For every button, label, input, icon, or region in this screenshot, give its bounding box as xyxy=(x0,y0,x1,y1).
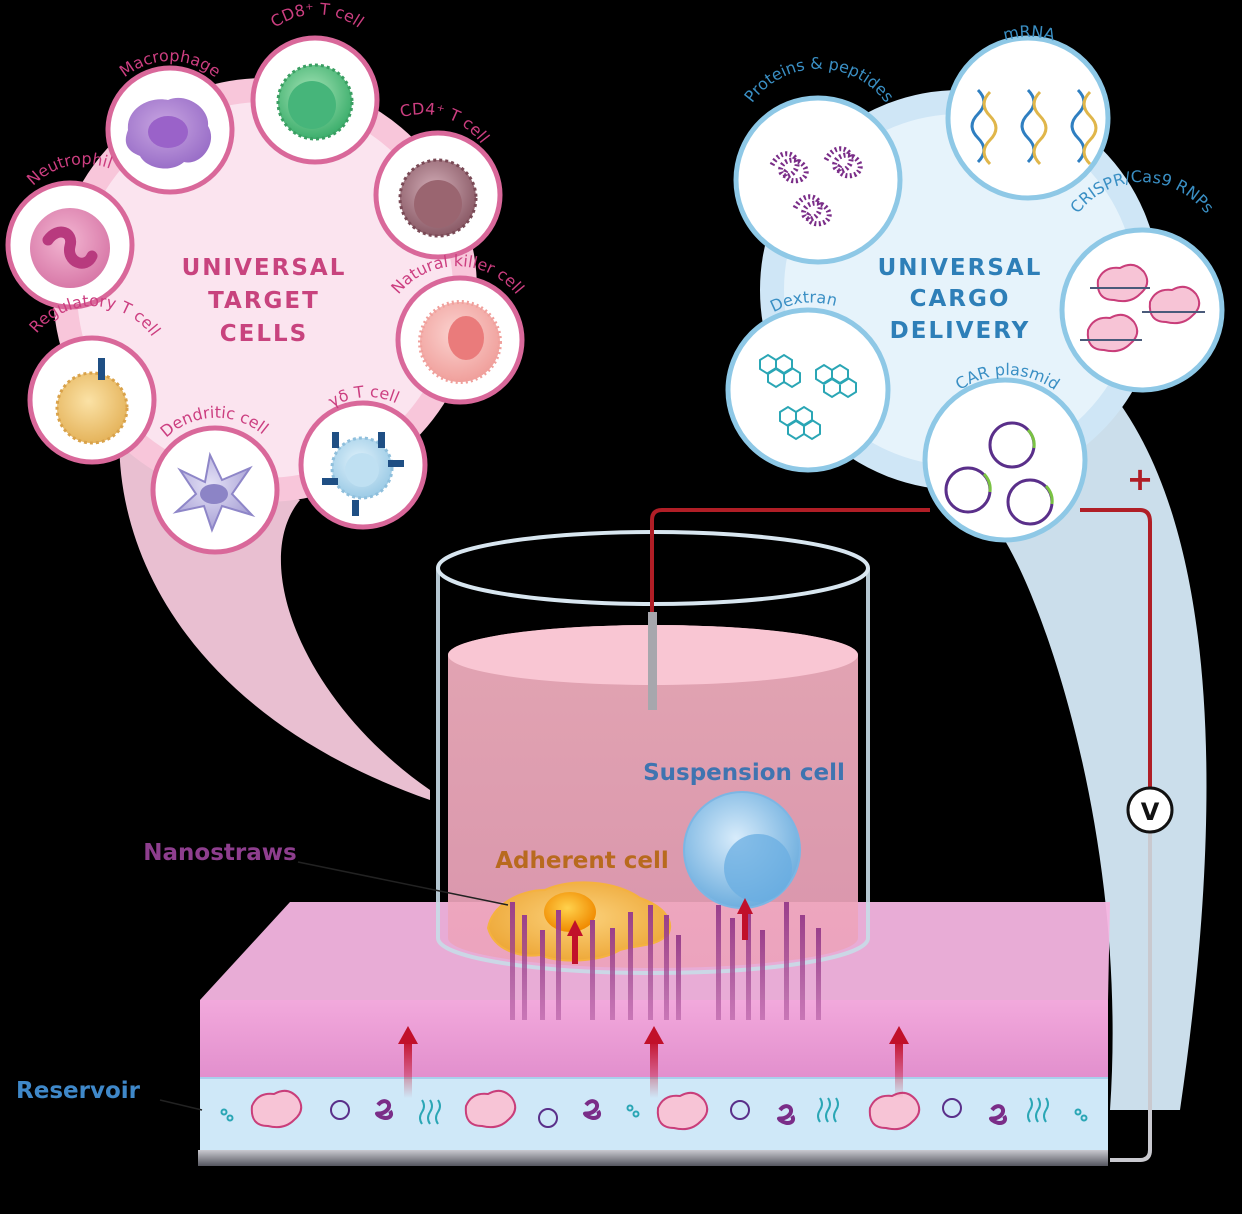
cargo-title-line1: UNIVERSAL xyxy=(878,255,1043,281)
positive-wire xyxy=(650,508,930,612)
nanostraw xyxy=(664,915,669,1020)
mrna-icon xyxy=(970,88,1098,166)
adherent-cell-label: Adherent cell xyxy=(495,848,669,874)
flux-arrow xyxy=(404,1040,412,1098)
nanostraw xyxy=(510,902,515,1020)
proteins-badge: Proteins & peptides xyxy=(733,54,903,265)
uptake-arrow xyxy=(742,910,748,940)
reservoir-cargo xyxy=(220,1097,1088,1128)
uptake-arrowhead xyxy=(567,920,583,936)
nanostraw xyxy=(816,928,821,1020)
cd8-t-cell-label: CD8⁺ T cell xyxy=(267,0,367,32)
nk-cell-badge: Natural killer cell xyxy=(387,251,528,405)
nanostraw xyxy=(676,935,681,1020)
reservoir-rnp xyxy=(250,1089,921,1131)
nanostraw xyxy=(522,915,527,1020)
nanostraw xyxy=(746,910,751,1020)
nanostraw xyxy=(716,905,721,1020)
positive-wire xyxy=(1080,508,1152,790)
mrna-badge: mRNA xyxy=(945,22,1111,201)
cargo-title-line3: DELIVERY xyxy=(890,318,1031,344)
nanostraws-label: Nanostraws xyxy=(143,840,296,866)
uptake-arrowhead xyxy=(737,898,753,914)
cd8-t-cell-badge: CD8⁺ T cell xyxy=(250,0,380,165)
nanostraw xyxy=(760,930,765,1020)
reservoir-pointer xyxy=(159,1099,203,1111)
nanostraw xyxy=(730,918,735,1020)
voltmeter-symbol: V xyxy=(1141,798,1160,826)
treg-icon xyxy=(55,371,129,445)
macrophage-badge: Macrophage xyxy=(105,46,235,195)
flux-arrowhead xyxy=(398,1026,418,1044)
uptake-arrow xyxy=(572,932,578,964)
dextran-badge: Dextran xyxy=(725,287,891,473)
crispr-badge: CRISPR/Cas9 RNPs xyxy=(1059,167,1225,393)
nanostraw xyxy=(540,930,545,1020)
neutrophil-badge: Neutrophil xyxy=(5,149,135,310)
ground-wire xyxy=(1110,830,1152,1162)
cas9-rnp-icon xyxy=(1080,263,1205,353)
flux-arrow xyxy=(650,1040,658,1098)
flux-arrowhead xyxy=(889,1026,909,1044)
suspension-cell xyxy=(683,791,801,909)
suspension-cell-label: Suspension cell xyxy=(643,760,845,786)
target-cells-group: UNIVERSAL TARGET CELLS Macrophage CD8⁺ T… xyxy=(5,0,528,555)
nanostraws-pointer xyxy=(297,861,509,906)
nanostraw xyxy=(784,902,789,1020)
device-base xyxy=(198,1150,1108,1166)
reservoir-label: Reservoir xyxy=(16,1078,141,1104)
target-cells-title-line1: UNIVERSAL xyxy=(182,255,347,281)
nanostraw xyxy=(648,905,653,1020)
target-cells-title-line3: CELLS xyxy=(220,321,308,347)
plus-sign: + xyxy=(1127,460,1154,498)
voltmeter xyxy=(1126,786,1174,834)
nanostraw xyxy=(800,915,805,1020)
dextran-icon xyxy=(759,353,857,441)
nanostraws xyxy=(510,902,821,1020)
nanostraw xyxy=(610,928,615,1020)
mrna-label: mRNA xyxy=(1001,22,1057,45)
nanostraw xyxy=(556,910,561,1020)
flux-arrow xyxy=(895,1040,903,1098)
nanostraw xyxy=(628,912,633,1020)
nanostraw xyxy=(590,920,595,1020)
circuit: V + xyxy=(650,460,1174,1162)
target-cells-title-line2: TARGET xyxy=(208,288,320,314)
plasmid-icon xyxy=(944,421,1054,526)
electrode-tip xyxy=(648,612,657,710)
cargo-title-line2: CARGO xyxy=(910,286,1011,312)
protein-icon xyxy=(769,146,863,227)
flux-arrowhead xyxy=(644,1026,664,1044)
adherent-cell xyxy=(486,881,671,962)
